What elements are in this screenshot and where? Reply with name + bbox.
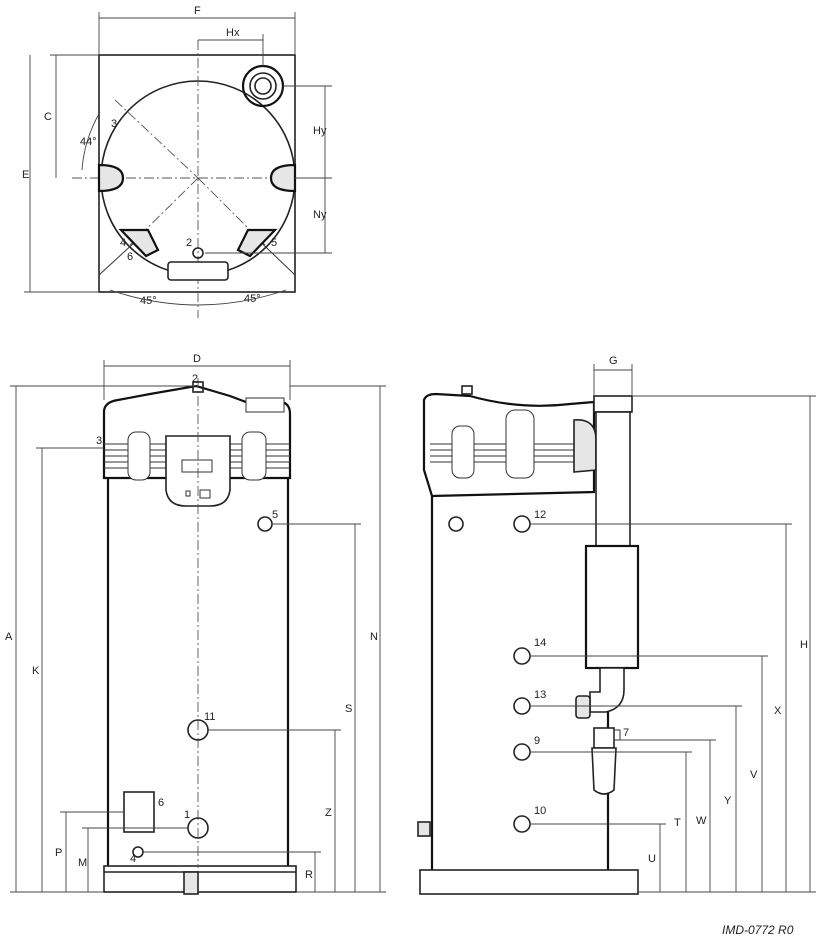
dim-label-hx: Hx (226, 27, 240, 39)
dim-label-e: E (22, 169, 29, 181)
callout-6-top: 6 (127, 251, 133, 263)
callout-3-front: 3 (96, 435, 102, 447)
drawing-id: IMD-0772 R0 (722, 923, 794, 937)
top-view: F Hx C E Hy Ny 44° 45° 45° 3 2 4 6 5 (22, 5, 332, 318)
dim-label-m: M (78, 857, 87, 869)
angle-label-44: 44° (80, 136, 97, 148)
dim-label-p: P (55, 847, 62, 859)
dim-label-r: R (305, 869, 313, 881)
dim-label-s: S (345, 703, 352, 715)
angle-label-45-left: 45° (140, 295, 157, 307)
callout-4-top: 4 (120, 237, 126, 249)
dim-label-t: T (674, 817, 681, 829)
dim-label-w: W (696, 815, 707, 827)
callout-4-front: 4 (130, 853, 136, 865)
callout-2-front: 2 (192, 373, 198, 385)
dim-label-h: H (800, 639, 808, 651)
callout-5-top: 5 (271, 237, 277, 249)
callout-2-top: 2 (186, 237, 192, 249)
dim-label-f: F (194, 5, 201, 17)
dim-label-u: U (648, 853, 656, 865)
dim-label-z: Z (325, 807, 332, 819)
dim-label-a: A (5, 631, 13, 643)
callout-6-front: 6 (158, 797, 164, 809)
callout-1-front: 1 (184, 809, 190, 821)
dim-label-d: D (193, 353, 201, 365)
dim-label-x: X (774, 705, 782, 717)
callout-14-side: 14 (534, 637, 546, 649)
angle-label-45-right: 45° (244, 293, 261, 305)
dim-label-c: C (44, 111, 52, 123)
callout-9-side: 9 (534, 735, 540, 747)
side-view: G H X V Y W T U 12 14 13 7 9 10 (417, 355, 816, 895)
dim-label-ny: Ny (313, 209, 327, 221)
callout-11-front: 11 (204, 711, 215, 723)
callout-5-front: 5 (272, 509, 278, 521)
front-view: D A K N S Z P M R 2 3 5 11 6 1 4 (5, 353, 386, 895)
dim-label-v: V (750, 769, 758, 781)
callout-10-side: 10 (534, 805, 546, 817)
dim-label-g: G (609, 355, 618, 367)
dim-label-hy: Hy (313, 125, 327, 137)
callout-12-side: 12 (534, 509, 546, 521)
dim-label-k: K (32, 665, 40, 677)
callout-7-side: 7 (623, 727, 629, 739)
dim-label-y: Y (724, 795, 732, 807)
callout-3-top: 3 (111, 118, 117, 130)
dim-label-n: N (370, 631, 378, 643)
callout-13-side: 13 (534, 689, 546, 701)
